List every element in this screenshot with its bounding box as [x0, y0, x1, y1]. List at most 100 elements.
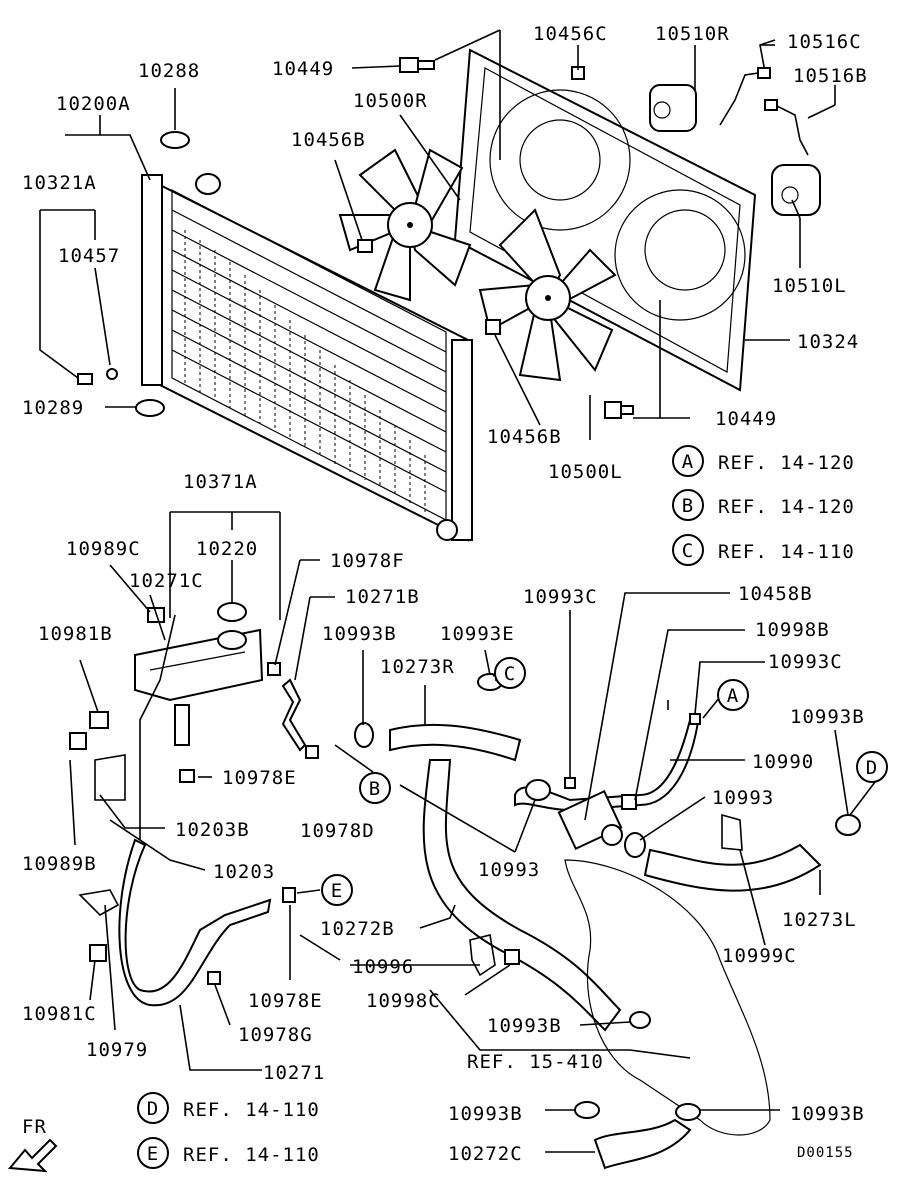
clamp-10978F: [267, 662, 281, 676]
clamp-10993-right: [624, 832, 646, 858]
label-ref-15-410: REF. 15-410: [467, 1051, 604, 1073]
label-10993C-right: 10993C: [768, 651, 843, 673]
label-10457: 10457: [58, 245, 120, 267]
clamp-10993B-bl: [574, 1101, 600, 1119]
label-10993B-br: 10993B: [790, 1103, 865, 1125]
diagram-code: D00155: [797, 1145, 854, 1161]
label-10981C: 10981C: [22, 1003, 97, 1025]
svg-text:FR: FR: [22, 1116, 47, 1138]
label-10510L: 10510L: [772, 275, 847, 297]
tube-10271C: [139, 614, 176, 840]
hose-10271B: [281, 678, 307, 752]
callout-A: A: [717, 679, 749, 711]
label-10993B-bl: 10993B: [448, 1103, 523, 1125]
label-10271C: 10271C: [129, 570, 204, 592]
label-10272B: 10272B: [320, 918, 395, 940]
svg-text:REF. 14-110: REF. 14-110: [718, 541, 855, 563]
bolt-10989B: [69, 732, 87, 750]
svg-text:E: E: [147, 1143, 159, 1165]
label-10203: 10203: [213, 861, 275, 883]
label-10978G: 10978G: [238, 1024, 313, 1046]
radiator: [141, 173, 473, 542]
hose-10273L: [643, 843, 822, 892]
label-10989B: 10989B: [22, 853, 97, 875]
svg-text:REF. 14-110: REF. 14-110: [183, 1099, 320, 1121]
fan-shroud: [453, 48, 757, 392]
hose-10273R: [389, 723, 522, 762]
label-10500R: 10500R: [353, 90, 428, 112]
ref-legend-B: B REF. 14-120: [672, 489, 854, 521]
label-10500L: 10500L: [548, 461, 623, 483]
label-10978D: 10978D: [300, 820, 375, 842]
label-10272C: 10272C: [448, 1143, 523, 1165]
clamp-10978G: [207, 971, 221, 985]
bolt-10449-bot: [604, 401, 634, 419]
svg-text:B: B: [369, 778, 381, 800]
bolt-10998B: [621, 794, 637, 810]
label-10996: 10996: [352, 956, 414, 978]
label-10371A: 10371A: [183, 471, 258, 493]
bolt-10449-top: [399, 57, 435, 73]
leader-lines: [39, 29, 876, 1153]
bolt-10998C: [504, 949, 520, 965]
label-10456B-top: 10456B: [291, 129, 366, 151]
label-10516C: 10516C: [787, 31, 862, 53]
clamp-10993B-br: [675, 1103, 701, 1121]
label-10993B-mid: 10993B: [322, 623, 397, 645]
fan-motor-left: [771, 164, 821, 216]
fan-left: [478, 208, 617, 382]
clamp-10993B-right: [835, 814, 861, 836]
clamp-10978E-mid: [179, 769, 195, 783]
bracket-10979: [78, 889, 120, 916]
connector-10993C-right: [689, 713, 701, 725]
label-10449-top: 10449: [272, 58, 334, 80]
callout-D: D: [856, 751, 888, 783]
label-10993E: 10993E: [440, 623, 515, 645]
svg-text:D: D: [866, 757, 878, 779]
label-10271: 10271: [263, 1062, 325, 1084]
ref-legend-A: A REF. 14-120: [672, 445, 854, 477]
label-10978E-bot: 10978E: [248, 990, 323, 1012]
clamp-10993B-mid: [354, 722, 374, 748]
label-10456B-bot: 10456B: [487, 426, 562, 448]
label-10321A: 10321A: [22, 172, 97, 194]
label-10324: 10324: [797, 331, 859, 353]
clamp-10993B-low: [629, 1011, 651, 1029]
svg-text:E: E: [331, 880, 343, 902]
label-10458B: 10458B: [738, 583, 813, 605]
hose-10272B: [422, 759, 622, 1032]
label-10993-right: 10993: [712, 787, 774, 809]
front-direction-arrow: FR: [8, 1116, 58, 1173]
label-10993B-right: 10993B: [790, 706, 865, 728]
svg-text:A: A: [682, 451, 694, 473]
drain-plug: [77, 368, 118, 385]
label-10989C: 10989C: [66, 538, 141, 560]
connector-10993C-mid: [564, 777, 576, 789]
label-10510R: 10510R: [655, 23, 730, 45]
label-10978F: 10978F: [330, 550, 405, 572]
label-10271B: 10271B: [345, 586, 420, 608]
grommet-10288: [160, 131, 190, 149]
label-10516B: 10516B: [793, 65, 868, 87]
clamp-10978E-bot: [282, 887, 296, 903]
label-10449-bot: 10449: [715, 408, 777, 430]
harness-10516B: [774, 104, 809, 156]
label-10288: 10288: [138, 60, 200, 82]
label-10273L: 10273L: [782, 909, 857, 931]
part-labels: 10449 10456C 10510R 10516C 10516B 10288 …: [22, 23, 868, 1165]
hose-10272C: [593, 1118, 692, 1170]
label-10220: 10220: [196, 538, 258, 560]
label-10998C: 10998C: [366, 990, 441, 1012]
label-10200A: 10200A: [56, 93, 131, 115]
callout-B: B: [359, 772, 391, 804]
svg-text:B: B: [682, 495, 694, 517]
ref-legend-C: C REF. 14-110: [672, 534, 855, 566]
label-10993B-low: 10993B: [487, 1015, 562, 1037]
fan-motor-right: [649, 84, 697, 132]
label-10990: 10990: [752, 751, 814, 773]
clip-10456B-top: [357, 239, 373, 253]
svg-text:C: C: [682, 540, 694, 562]
label-10456C: 10456C: [533, 23, 608, 45]
engine-outline: [564, 859, 771, 1136]
